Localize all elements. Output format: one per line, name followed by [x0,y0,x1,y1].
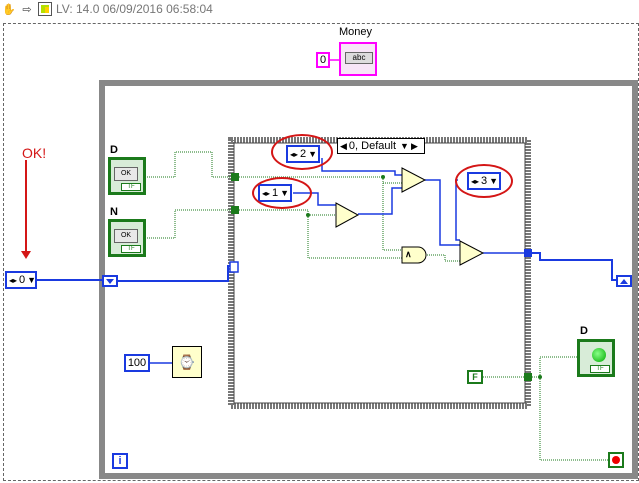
case-selector[interactable]: ◀ 0, Default ▼ ▶ [337,138,425,154]
d-tunnel [231,173,239,181]
case-selector-terminal [229,261,239,273]
prev-case-icon[interactable]: ◀ [340,140,347,151]
and-symbol: ∧ [405,249,412,259]
d-boolean-control[interactable]: OK TF [108,157,146,195]
select-node-3 [459,240,485,266]
money-constant[interactable]: 0 [316,52,330,68]
wait-timer-icon[interactable]: ⌚ [172,346,202,378]
iteration-terminal: i [112,453,128,469]
select-node-1 [401,167,427,193]
chevron-down-icon[interactable]: ▼ [400,141,409,151]
wait-ms-constant[interactable]: 100 [124,354,150,372]
stop-icon [612,456,620,464]
stop-terminal[interactable] [608,452,624,468]
version-title: LV: 14.0 06/09/2016 06:58:04 [56,2,213,16]
outer-enum-constant[interactable]: ◂▸ 0 ▼ [5,271,37,289]
arrow-right-icon[interactable]: ⇨ [22,3,32,16]
hand-icon[interactable]: ✋ [2,3,16,16]
vi-icon [38,2,52,16]
led-icon [592,348,606,362]
n-tunnel [231,206,239,214]
d-led-indicator[interactable]: TF [577,339,615,377]
and-node [401,246,427,264]
money-label: Money [339,26,373,38]
red-arrow [21,251,31,259]
next-case-icon[interactable]: ▶ [410,140,418,151]
money-indicator[interactable]: abc [339,42,377,76]
red-highlight-3 [455,164,513,198]
select-node-2 [335,202,360,228]
chevron-down-icon: ▼ [27,275,37,285]
false-constant[interactable]: F [467,370,483,384]
d-indicator-label: D [580,325,588,337]
ok-annotation: OK! [22,145,47,161]
d-control-label: D [110,144,118,156]
n-control-label: N [110,206,118,218]
red-highlight-2 [271,134,333,170]
output-tunnel [524,249,532,257]
red-highlight-1 [252,177,312,209]
title-bar: ✋ ⇨ LV: 14.0 06/09/2016 06:58:04 [0,0,639,18]
increment-arrows-icon: ◂▸ [9,275,18,285]
n-boolean-control[interactable]: OK TF [108,219,146,257]
